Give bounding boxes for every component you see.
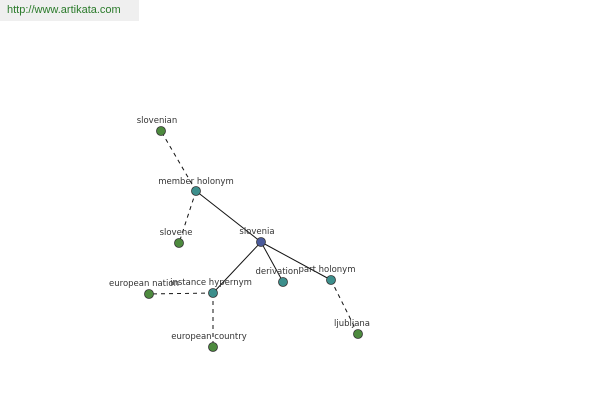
edge-part-holonym-to-ljubljana [330, 279, 359, 335]
node-derivation[interactable]: derivation [255, 267, 299, 287]
edge-slovenia-to-derivation [260, 241, 284, 283]
edge-slovenia-to-part-holonym [260, 241, 332, 281]
edge-member-holonym-to-slovene [178, 190, 197, 244]
node-label-derivation: derivation [255, 267, 298, 277]
node-label-slovenia: slovenia [239, 227, 274, 237]
edge-member-holonym-to-slovenian [160, 130, 197, 192]
node-circle-member-holonym[interactable] [191, 186, 201, 196]
edge-slovenia-to-instance-hypernym [212, 241, 262, 294]
node-circle-derivation[interactable] [278, 277, 288, 287]
edge-instance-hypernym-to-european-nation [148, 292, 214, 295]
node-label-ljubljana: ljubljana [334, 319, 370, 329]
node-circle-instance-hypernym[interactable] [208, 288, 218, 298]
node-circle-european-country[interactable] [208, 342, 218, 352]
node-circle-ljubljana[interactable] [353, 329, 363, 339]
node-european-country[interactable]: european country [171, 332, 247, 352]
node-slovenia[interactable]: slovenia [239, 227, 275, 247]
edge-slovenia-to-member-holonym [195, 190, 262, 243]
nodes-layer: slovenia member holonym instance hypernymd… [109, 116, 370, 352]
node-european-nation[interactable]: european nation [109, 279, 179, 299]
node-part-holonym[interactable]: part holonym [299, 265, 356, 285]
node-label-part-holonym: part holonym [299, 265, 356, 275]
node-label-slovenian: slovenian [137, 116, 178, 126]
site-url[interactable]: http://www.artikata.com [0, 0, 139, 21]
node-label-slovene: slovene [160, 228, 193, 238]
node-member-holonym[interactable]: member holonym [158, 177, 234, 196]
edges-layer [148, 130, 359, 347]
node-circle-part-holonym[interactable] [326, 275, 336, 285]
node-instance-hypernym[interactable]: instance hypernym [170, 278, 252, 298]
node-label-european-nation: european nation [109, 279, 179, 289]
node-label-european-country: european country [171, 332, 247, 342]
node-circle-european-nation[interactable] [144, 289, 154, 299]
node-ljubljana[interactable]: ljubljana [334, 319, 370, 339]
node-label-member-holonym: member holonym [158, 177, 233, 187]
node-slovenian[interactable]: slovenian [137, 116, 178, 136]
node-circle-slovene[interactable] [174, 238, 184, 248]
node-circle-slovenian[interactable] [156, 126, 166, 136]
node-circle-slovenia[interactable] [256, 237, 266, 247]
node-label-instance-hypernym: instance hypernym [170, 278, 252, 288]
node-slovene[interactable]: slovene [160, 228, 193, 248]
